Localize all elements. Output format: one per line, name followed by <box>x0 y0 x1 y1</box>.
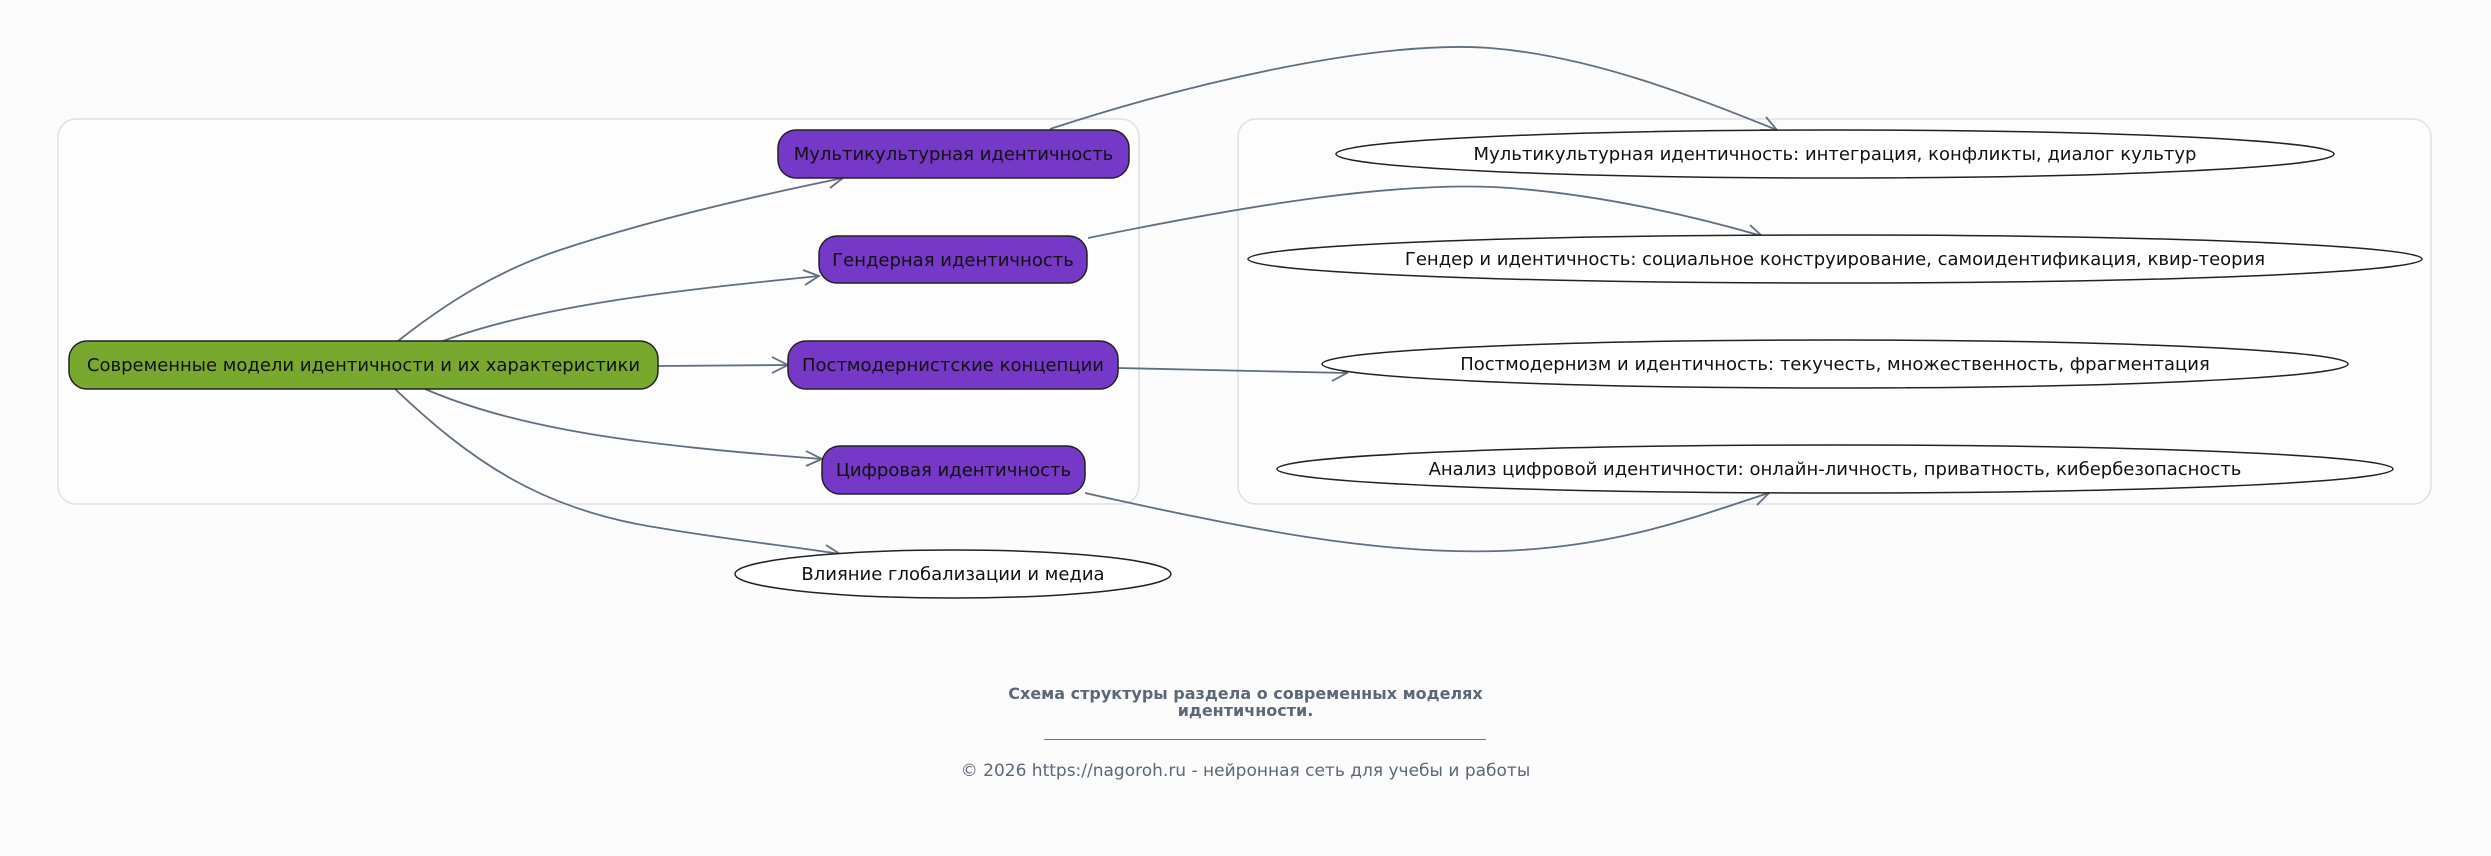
node-gender-label: Гендерная идентичность <box>832 250 1074 271</box>
node-root-label: Современные модели идентичности и их хар… <box>87 355 640 376</box>
node-globalization[interactable]: Влияние глобализации и медиа <box>734 549 1172 599</box>
node-gender-detail-shape <box>1247 234 2423 284</box>
node-globalization-shape <box>734 549 1172 599</box>
node-postmodern-detail-label: Постмодернизм и идентичность: текучесть,… <box>1460 354 2210 375</box>
node-digital-detail-label: Анализ цифровой идентичности: онлайн-лич… <box>1429 459 2242 480</box>
edges <box>394 46 1779 561</box>
node-postmodern[interactable]: Постмодернистские концепции <box>787 340 1119 390</box>
edge-multicultural-detail <box>1049 46 1778 131</box>
node-root-shape <box>68 340 659 390</box>
edge-digital-detail <box>1084 492 1770 553</box>
node-postmodern-detail[interactable]: Постмодернизм и идентичность: текучесть,… <box>1321 339 2349 389</box>
edge-gender-detail <box>1087 185 1763 239</box>
node-gender[interactable]: Гендерная идентичность <box>818 235 1088 284</box>
node-globalization-label: Влияние глобализации и медиа <box>801 564 1104 585</box>
arrowhead-gender <box>802 269 821 286</box>
edge-root-globalization <box>394 388 841 555</box>
cluster-details <box>1237 118 2432 505</box>
edge-root-gender <box>442 275 820 342</box>
caption-line-1: Схема структуры раздела о современных мо… <box>1008 684 1483 703</box>
node-multicultural-label: Мультикультурная идентичность <box>794 144 1114 165</box>
node-postmodern-detail-shape <box>1321 339 2349 389</box>
node-gender-detail-label: Гендер и идентичность: социальное констр… <box>1405 249 2265 270</box>
node-gender-shape <box>818 235 1088 284</box>
node-digital[interactable]: Цифровая идентичность <box>821 445 1086 495</box>
node-digital-label: Цифровая идентичность <box>836 460 1071 481</box>
node-postmodern-shape <box>787 340 1119 390</box>
cluster-topics <box>57 118 1140 505</box>
diagram-caption: Схема структуры раздела о современных мо… <box>0 685 2491 719</box>
node-multicultural-detail-shape <box>1335 129 2335 179</box>
edge-postmodern-detail <box>1117 367 1348 374</box>
node-multicultural-shape <box>777 129 1130 179</box>
edge-root-postmodern <box>657 364 789 367</box>
caption-line-2: идентичности. <box>1177 701 1314 720</box>
node-gender-detail[interactable]: Гендер и идентичность: социальное констр… <box>1247 234 2423 284</box>
node-digital-detail-shape <box>1276 444 2394 494</box>
node-multicultural-detail[interactable]: Мультикультурная идентичность: интеграци… <box>1335 129 2335 179</box>
node-digital-shape <box>821 445 1086 495</box>
edge-root-multicultural <box>397 177 844 342</box>
node-multicultural-detail-label: Мультикультурная идентичность: интеграци… <box>1474 144 2197 165</box>
edge-root-digital <box>424 388 823 460</box>
caption-divider <box>1044 739 1486 740</box>
node-multicultural[interactable]: Мультикультурная идентичность <box>777 129 1130 179</box>
node-root[interactable]: Современные модели идентичности и их хар… <box>68 340 659 390</box>
node-postmodern-label: Постмодернистские концепции <box>802 355 1104 376</box>
copyright-text: © 2026 https://nagoroh.ru - нейронная се… <box>960 761 1531 781</box>
node-digital-detail[interactable]: Анализ цифровой идентичности: онлайн-лич… <box>1276 444 2394 494</box>
